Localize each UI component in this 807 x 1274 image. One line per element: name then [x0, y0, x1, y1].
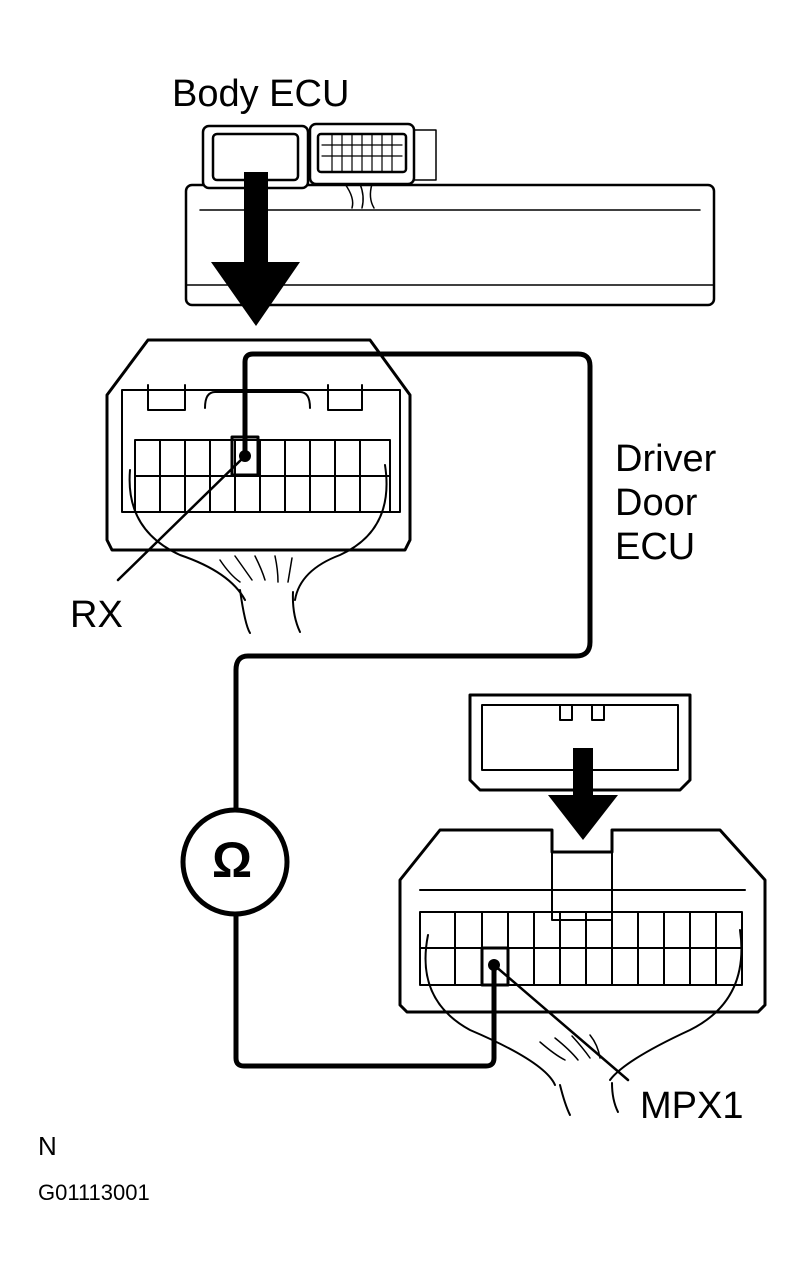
mating-arrow-bottom: [548, 748, 618, 840]
ohmmeter-circle: [180, 807, 290, 917]
mating-arrow-top: [211, 172, 300, 326]
rx-label: RX: [70, 594, 123, 636]
note-letter: N: [38, 1131, 57, 1161]
driver-door-ecu-label: Driver Door ECU: [615, 437, 716, 569]
test-lead-wire: [233, 351, 593, 1069]
mpx1-label: MPX1: [640, 1085, 744, 1127]
figure-code: G01113001: [38, 1180, 150, 1205]
body-ecu-unit: [184, 122, 716, 307]
rx-connector: [105, 338, 412, 634]
driver-door-ecu-label-line2: Door: [615, 482, 698, 524]
body-ecu-label: Body ECU: [172, 73, 350, 115]
driver-door-ecu-label-line3: ECU: [615, 526, 696, 568]
mpx1-leader-line: [492, 963, 630, 1082]
ohmmeter-symbol: Ω: [212, 832, 253, 888]
driver-door-ecu-label-line1: Driver: [615, 438, 717, 480]
rx-leader-line: [116, 454, 247, 582]
